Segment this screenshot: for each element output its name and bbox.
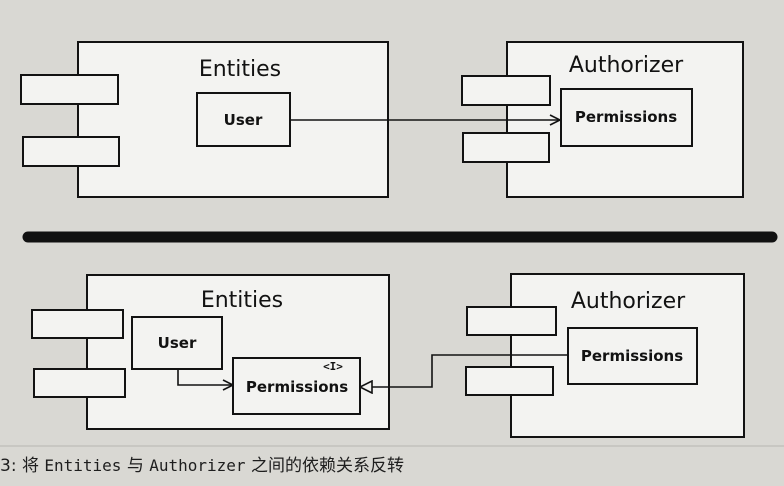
- bottom-entities-title: Entities: [201, 288, 283, 313]
- top-authorizer-port-upper: [461, 75, 551, 106]
- top-entities-port-lower: [22, 136, 120, 167]
- caption-middle: 与: [121, 456, 150, 476]
- bottom-authorizer-port-lower: [465, 366, 554, 396]
- bottom-entities-component: Entities User <I> Permissions: [31, 274, 390, 430]
- bottom-interface-label: Permissions: [246, 378, 348, 396]
- top-diagram: Entities User Authorizer Permissions: [20, 41, 744, 198]
- top-authorizer-port-lower: [462, 132, 550, 163]
- bottom-user-label: User: [158, 334, 197, 352]
- top-entities-title: Entities: [199, 57, 281, 82]
- interface-stereotype: <I>: [323, 360, 343, 373]
- top-permissions-label: Permissions: [575, 108, 677, 126]
- bottom-entities-port-lower: [33, 368, 126, 398]
- top-user-class: User: [196, 92, 291, 147]
- bottom-user-class: User: [131, 316, 223, 370]
- caption-term-entities: Entities: [44, 456, 122, 475]
- bottom-authorizer-title: Authorizer: [571, 289, 686, 314]
- top-user-label: User: [224, 111, 263, 129]
- caption-prefix: 3: 将: [0, 456, 45, 476]
- top-entities-port-upper: [20, 74, 119, 105]
- bottom-authorizer-port-upper: [466, 306, 557, 336]
- top-authorizer-component: Authorizer Permissions: [461, 41, 744, 198]
- bottom-diagram: Entities User <I> Permissions Authorizer…: [31, 273, 745, 438]
- figure-caption: 3: 将 Entities 与 Authorizer 之间的依赖关系反转: [0, 451, 784, 481]
- bottom-permissions-label: Permissions: [581, 347, 683, 365]
- top-authorizer-title: Authorizer: [569, 53, 684, 78]
- bottom-permissions-interface: <I> Permissions: [232, 357, 361, 415]
- caption-suffix: 之间的依赖关系反转: [245, 456, 404, 476]
- top-permissions-class: Permissions: [560, 88, 693, 147]
- implementation-arrow: [360, 354, 568, 387]
- user-to-interface-arrow: [177, 369, 233, 385]
- caption-term-authorizer: Authorizer: [149, 456, 246, 475]
- bottom-entities-port-upper: [31, 309, 124, 339]
- bottom-permissions-class: Permissions: [567, 327, 698, 385]
